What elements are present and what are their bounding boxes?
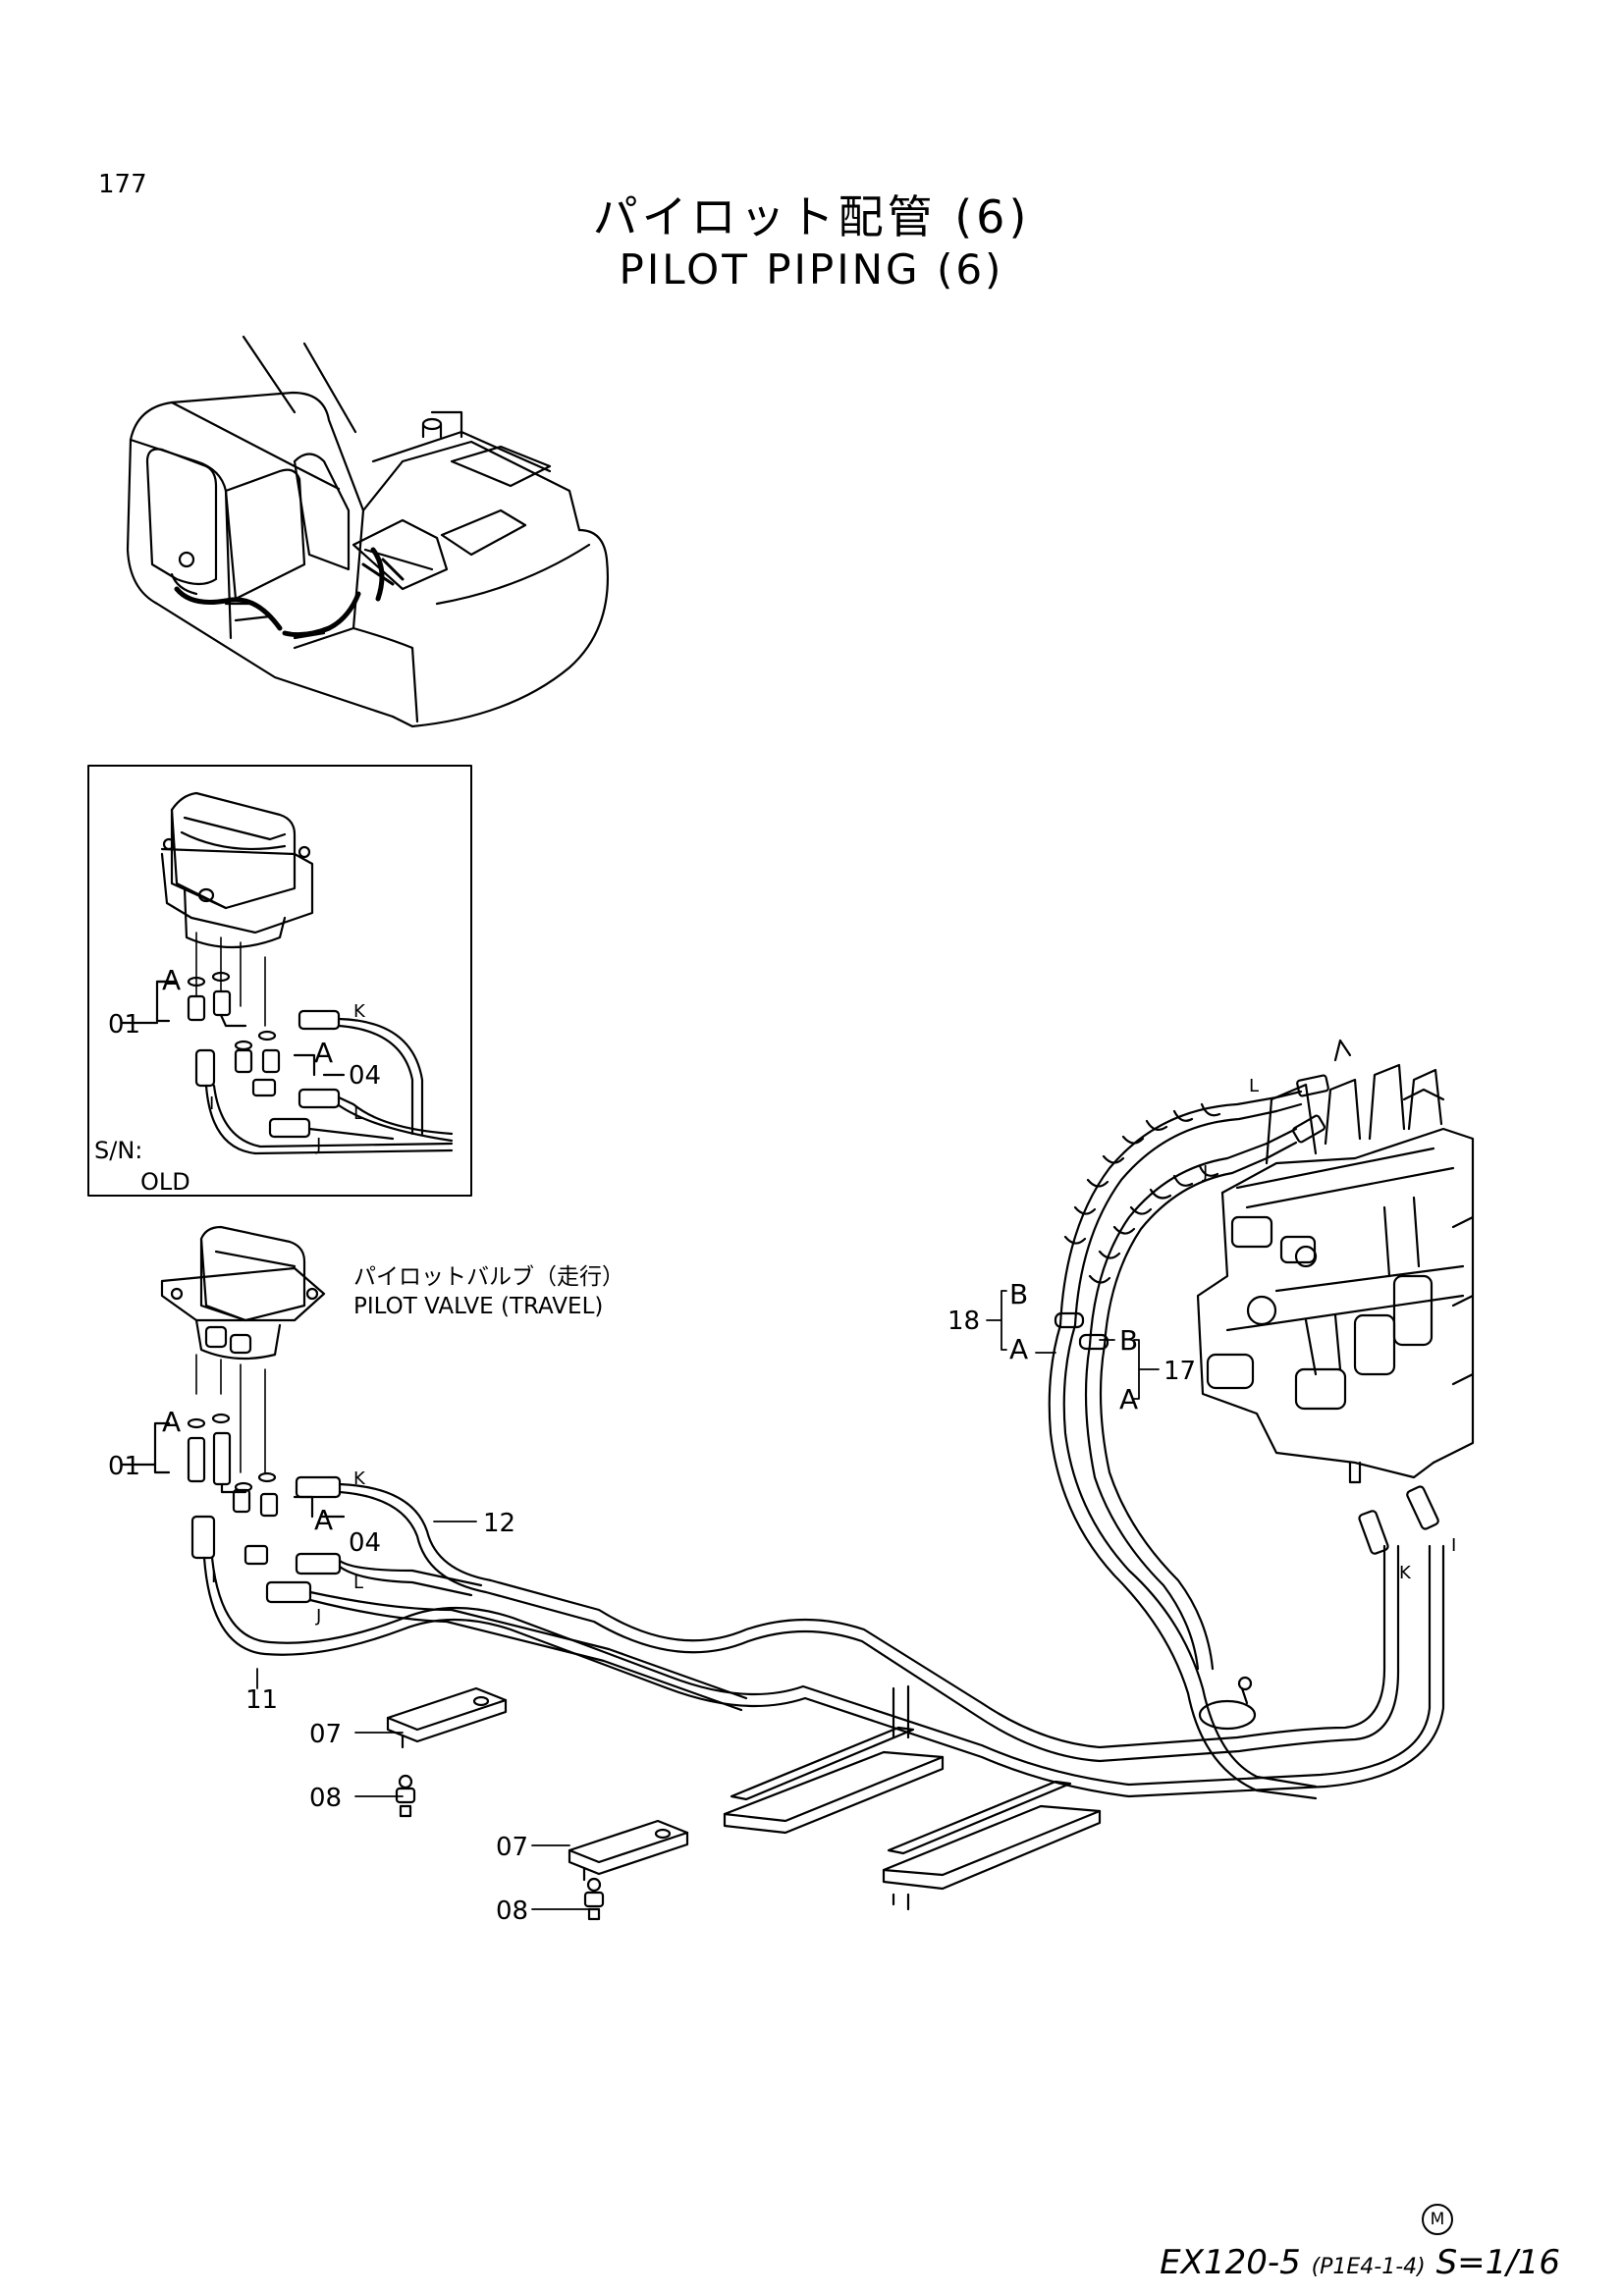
label-08-a: 08 <box>309 1784 342 1813</box>
pilot-valve-main <box>121 1225 346 1604</box>
mounting-rails <box>723 1684 1102 1911</box>
clamps-and-bolts <box>386 1686 689 1921</box>
footer-code: (P1E4-1-4) <box>1311 2255 1426 2279</box>
label-07-b: 07 <box>496 1833 528 1862</box>
label-j-main: J <box>315 1606 321 1627</box>
label-k-inset: K <box>353 1001 366 1022</box>
label-j-valve: J <box>1202 1162 1208 1183</box>
label-a-18: A <box>1009 1333 1028 1365</box>
label-a-inset-1: A <box>162 964 181 996</box>
inset-old-configuration <box>87 765 472 1197</box>
label-j-inset: J <box>315 1135 321 1155</box>
label-l-valve: L <box>1249 1076 1259 1096</box>
control-valve-block <box>1196 1039 1475 1484</box>
label-17: 17 <box>1163 1357 1196 1386</box>
label-07-a: 07 <box>309 1720 342 1749</box>
diagram-labels: A 01 A 04 K L I J S/N: OLD パイロットバルブ（走行） … <box>94 964 1456 1926</box>
label-04-main: 04 <box>349 1528 381 1558</box>
label-l-inset: L <box>353 1103 363 1124</box>
excavator-overview <box>126 335 609 728</box>
label-04-inset: 04 <box>349 1061 381 1091</box>
label-i-inset: I <box>209 1094 214 1114</box>
label-12: 12 <box>483 1509 515 1538</box>
label-l-main: L <box>353 1573 363 1593</box>
label-a-17: A <box>1119 1383 1138 1415</box>
label-a-main-1: A <box>162 1406 181 1438</box>
footer: EX120-5 (P1E4-1-4) S=1/16 <box>1160 2243 1560 2282</box>
footer-model: EX120-5 <box>1160 2243 1301 2282</box>
leader-lines <box>256 1290 1160 1910</box>
label-01-main: 01 <box>108 1452 140 1481</box>
page-number: 177 <box>98 170 147 199</box>
label-a-main-2: A <box>314 1504 333 1536</box>
label-b-17: B <box>1119 1324 1138 1357</box>
title-english: PILOT PIPING (6) <box>619 245 1004 294</box>
label-a-inset-2: A <box>314 1037 333 1069</box>
label-11: 11 <box>245 1685 278 1715</box>
label-old: OLD <box>140 1168 190 1196</box>
label-b-18: B <box>1009 1278 1028 1310</box>
label-i-valve: I <box>1451 1535 1456 1556</box>
footer-scale: S=1/16 <box>1435 2243 1560 2282</box>
label-pilot-valve-jp: パイロットバルブ（走行） <box>353 1264 624 1290</box>
hose-runs <box>202 1074 1445 1800</box>
label-k-main: K <box>353 1468 366 1489</box>
title-japanese: パイロット配管 (6) <box>592 190 1031 243</box>
m-mark: M <box>1422 2204 1453 2235</box>
label-k-valve: K <box>1399 1563 1412 1583</box>
label-08-b: 08 <box>496 1896 528 1926</box>
label-i-main: I <box>211 1567 216 1587</box>
label-sn: S/N: <box>94 1137 142 1164</box>
label-pilot-valve-en: PILOT VALVE (TRAVEL) <box>353 1294 603 1319</box>
label-01-inset: 01 <box>108 1010 140 1040</box>
label-18: 18 <box>947 1307 980 1336</box>
